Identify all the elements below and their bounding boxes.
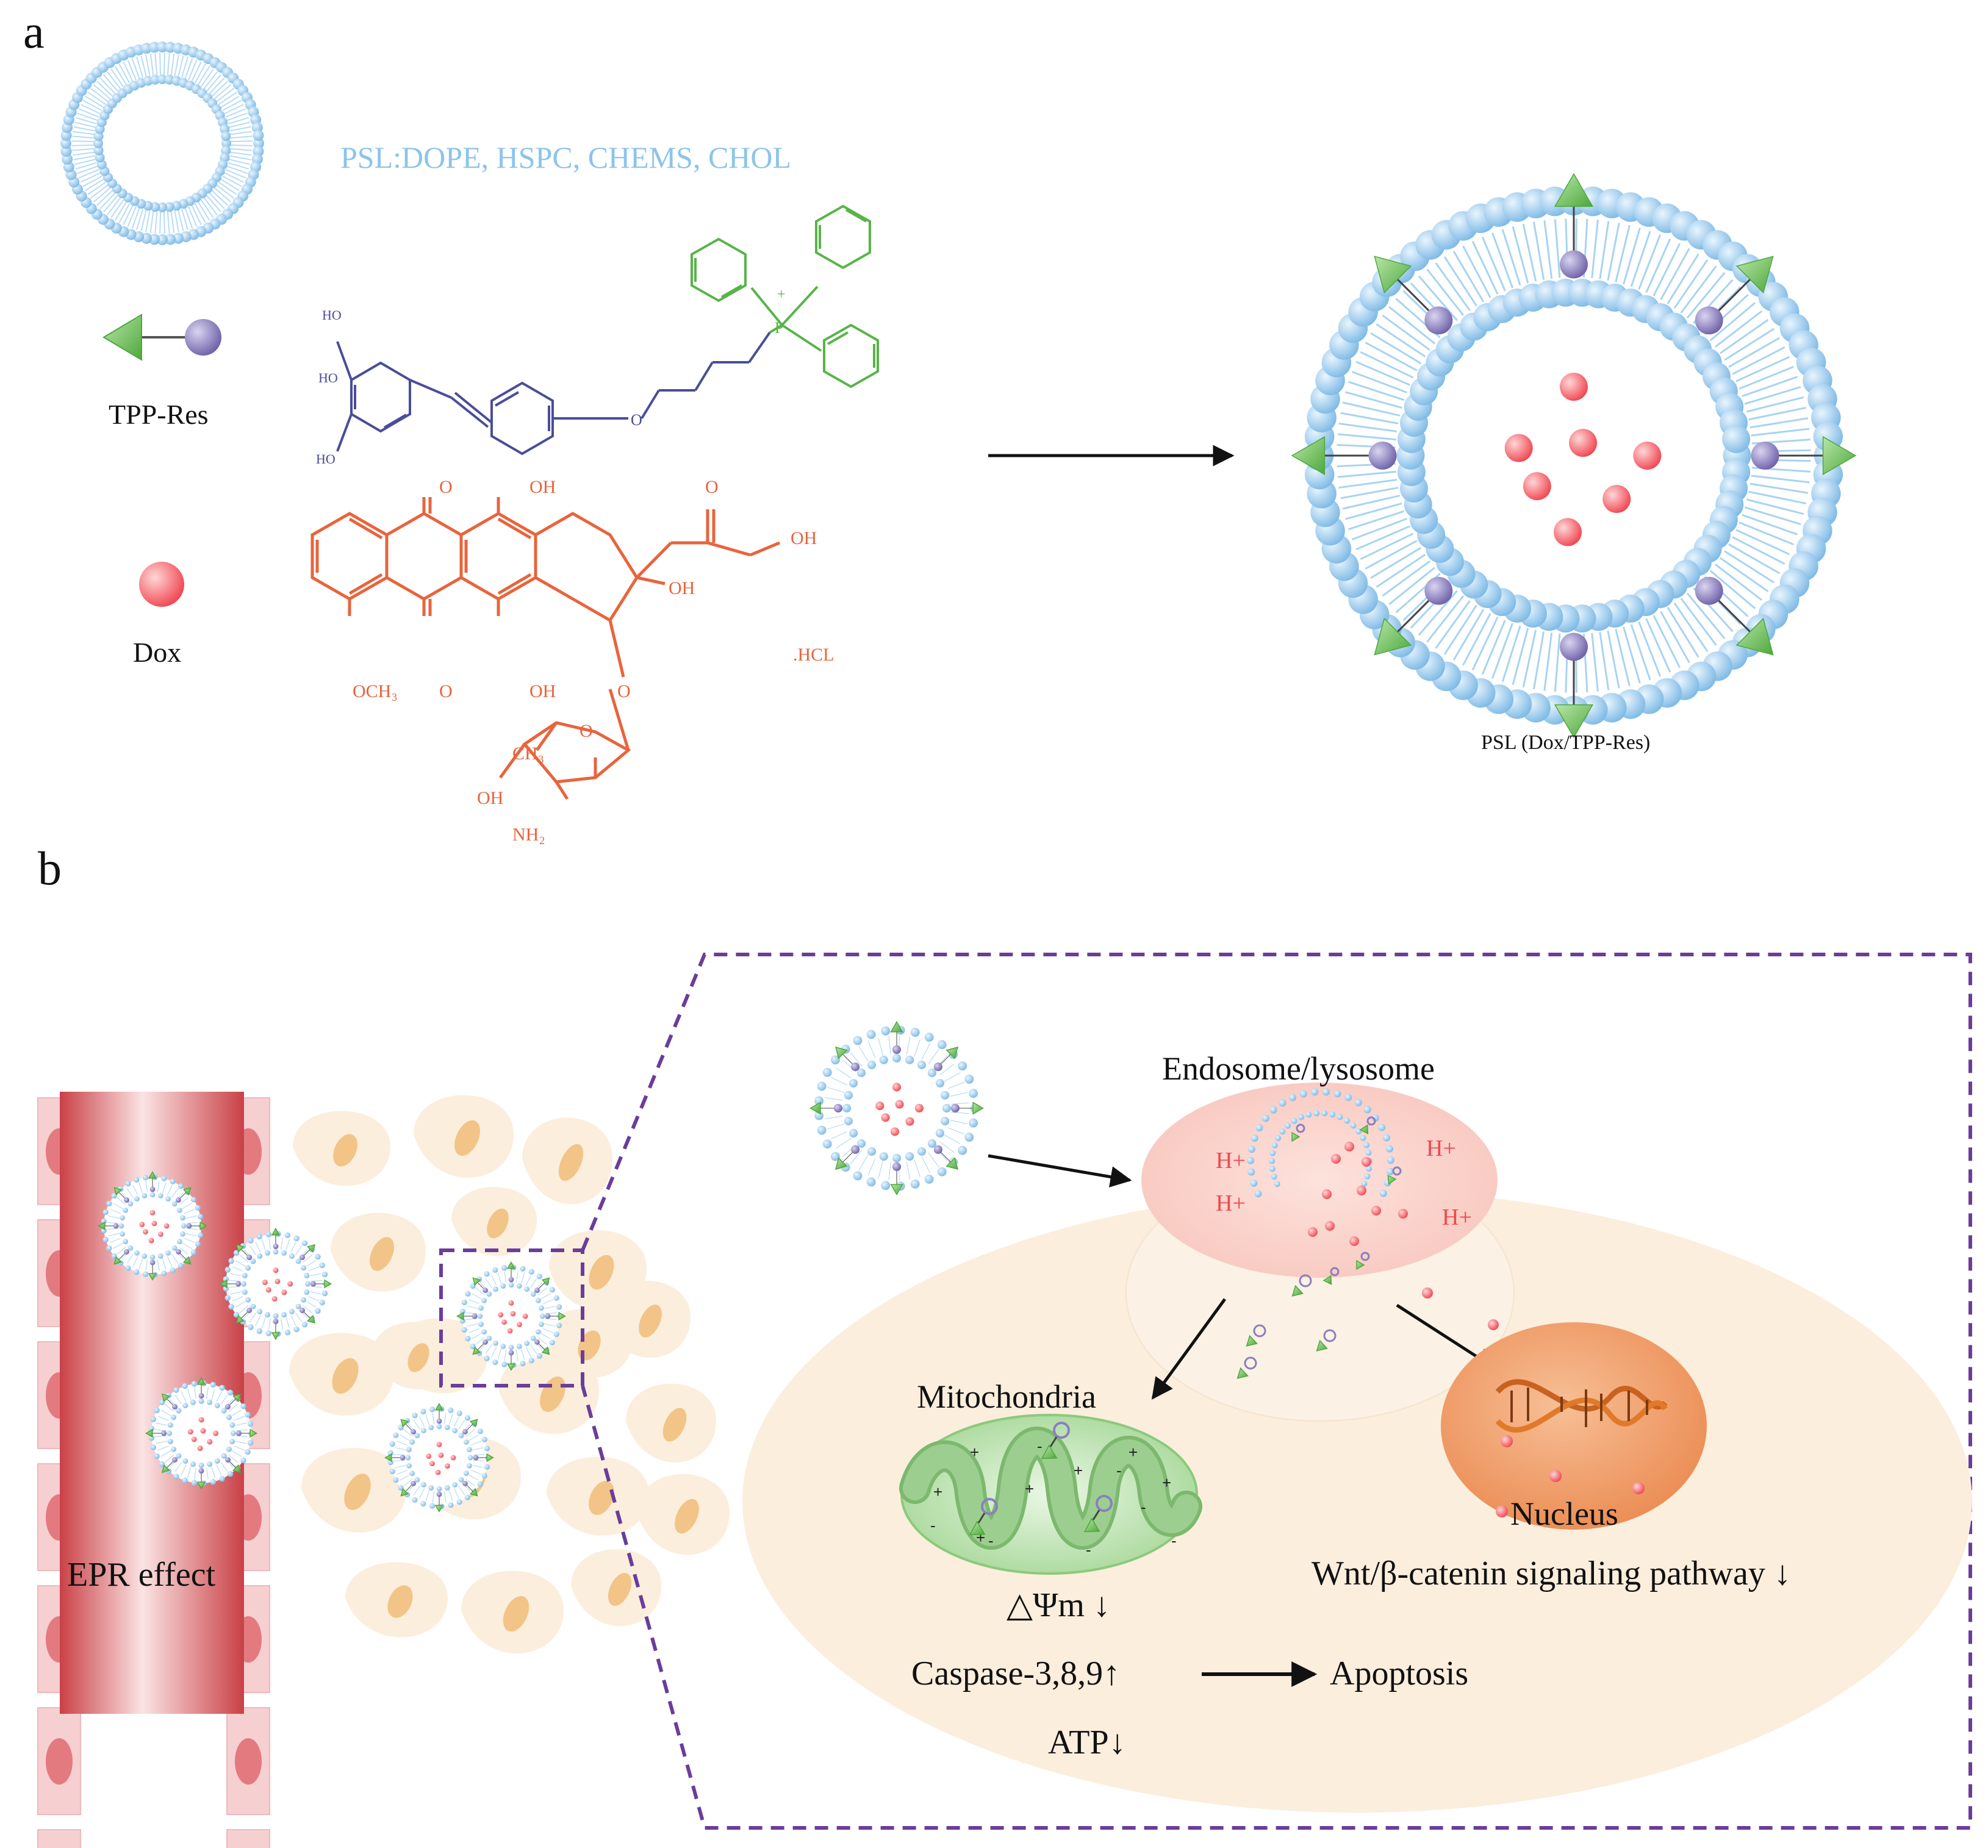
epr-effect-label: EPR effect bbox=[67, 1556, 216, 1594]
endosome bbox=[1141, 1083, 1498, 1278]
panel-b-letter: b bbox=[38, 842, 62, 895]
svg-text:-: - bbox=[1037, 1437, 1042, 1455]
caspase-label: Caspase-3,8,9↑ bbox=[911, 1655, 1120, 1692]
dox-oh-ring: OH bbox=[669, 578, 695, 598]
nucleus bbox=[1441, 1322, 1707, 1530]
dox-oh-top: OH bbox=[529, 477, 556, 497]
atp-label: ATP↓ bbox=[1048, 1724, 1126, 1761]
dox-oh-bottom: OH bbox=[529, 681, 556, 701]
mitochondria-charges-and-drugs: +-+-+-+-+-+-+- bbox=[930, 1422, 1177, 1559]
dox-hcl: .HCL bbox=[793, 645, 834, 665]
svg-text:-: - bbox=[1116, 1461, 1122, 1480]
psl-composition-text: PSL:DOPE, HSPC, CHEMS, CHOL bbox=[340, 140, 791, 174]
nuclear-dox bbox=[1496, 1435, 1645, 1517]
released-tpp-res-and-dox bbox=[1236, 1274, 1499, 1379]
dox-oh-sugar: OH bbox=[477, 788, 503, 808]
product-label: PSL (Dox/TPP-Res) bbox=[1481, 731, 1650, 754]
entering-liposome bbox=[809, 1021, 984, 1195]
liposome-icon bbox=[60, 41, 264, 245]
res-ho-top: HO bbox=[322, 307, 342, 323]
dox-o-bottom: O bbox=[439, 681, 453, 701]
endosome-contents bbox=[1247, 1088, 1408, 1285]
dox-icon bbox=[139, 562, 184, 607]
dox-label: Dox bbox=[133, 637, 181, 668]
res-ether-o: O bbox=[631, 411, 642, 429]
dox-och3: OCH₃ bbox=[353, 681, 398, 701]
dox-ch3: CH₃ bbox=[512, 743, 544, 764]
uptake-arrow bbox=[988, 1154, 1132, 1187]
dox-structure bbox=[310, 497, 780, 800]
svg-text:+: + bbox=[970, 1443, 979, 1461]
res-ho-mid: HO bbox=[318, 370, 338, 385]
svg-text:+: + bbox=[1162, 1474, 1171, 1492]
svg-text:+: + bbox=[1025, 1480, 1034, 1498]
dox-o-ketone: O bbox=[705, 477, 719, 497]
psl-dox-tpp-res-liposome bbox=[1291, 173, 1857, 739]
dna-helix-icon bbox=[1495, 1379, 1668, 1433]
svg-text:+: + bbox=[1074, 1461, 1083, 1480]
apoptosis-label: Apoptosis bbox=[1330, 1655, 1468, 1692]
h-plus-3: H+ bbox=[1426, 1136, 1456, 1161]
to-mito-arrow bbox=[1151, 1298, 1227, 1400]
svg-text:-: - bbox=[930, 1516, 936, 1535]
delta-psi-label: △Ψm ↓ bbox=[1007, 1586, 1110, 1624]
svg-text:-: - bbox=[988, 1531, 994, 1550]
zoom-panel-outline bbox=[581, 953, 1972, 1830]
mitochondria-label: Mitochondria bbox=[917, 1378, 1096, 1415]
svg-text:+: + bbox=[933, 1483, 942, 1501]
circulating-liposomes bbox=[98, 1171, 566, 1513]
wnt-pathway-label: Wnt/β-catenin signaling pathway ↓ bbox=[1312, 1555, 1791, 1592]
h-plus-4: H+ bbox=[1442, 1205, 1472, 1230]
dox-oh-side: OH bbox=[791, 528, 817, 548]
res-ho-bottom: HO bbox=[316, 451, 336, 467]
endosome-label: Endosome/lysosome bbox=[1162, 1050, 1435, 1087]
zoom-region-box bbox=[439, 1248, 584, 1388]
panel-a-letter: a bbox=[23, 5, 45, 58]
svg-text:+: + bbox=[1129, 1443, 1138, 1461]
svg-text:-: - bbox=[1171, 1531, 1177, 1550]
nucleus-label: Nucleus bbox=[1510, 1495, 1618, 1532]
res-p-atom: P bbox=[775, 319, 783, 337]
cell-cytoplasm bbox=[742, 1191, 1972, 1813]
dox-o-top1: O bbox=[439, 477, 453, 497]
h-plus-1: H+ bbox=[1216, 1148, 1246, 1173]
mitochondrion bbox=[899, 1414, 1202, 1575]
tpp-res-label: TPP-Res bbox=[109, 399, 209, 430]
svg-text:-: - bbox=[1141, 1498, 1146, 1516]
dox-o-sugar: O bbox=[580, 721, 593, 741]
tumor-tissue-cells bbox=[289, 1095, 730, 1654]
svg-text:-: - bbox=[1086, 1541, 1091, 1559]
dox-o-glyco: O bbox=[617, 681, 631, 701]
h-plus-2: H+ bbox=[1216, 1191, 1246, 1216]
dox-nh2: NH₂ bbox=[512, 825, 545, 845]
res-p-charge: + bbox=[777, 287, 786, 303]
tpp-res-icon bbox=[102, 313, 221, 361]
tpp-res-structure bbox=[336, 204, 879, 456]
